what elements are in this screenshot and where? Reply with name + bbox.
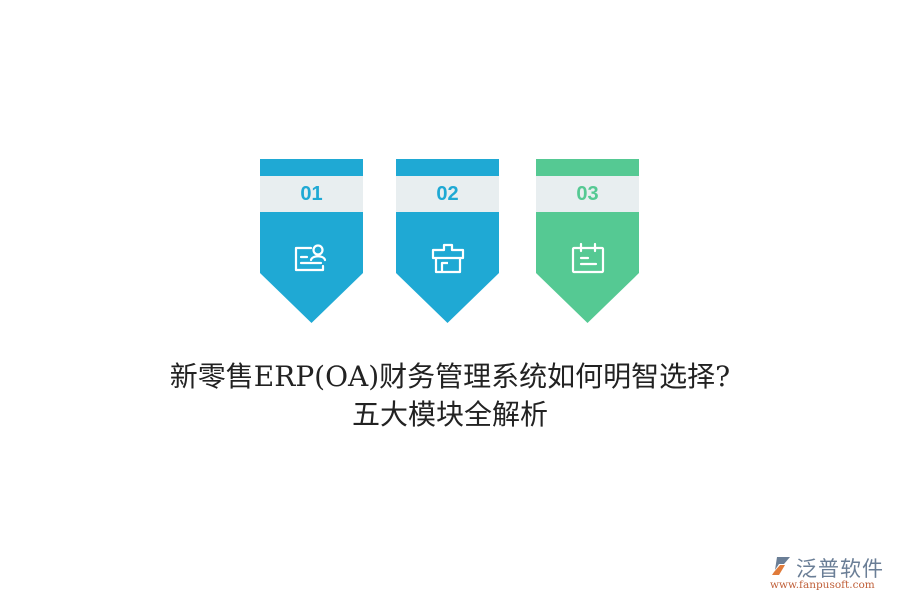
- banner-top-bar: [396, 159, 499, 176]
- fanpu-logo-mark-icon: [772, 557, 790, 575]
- banner-03: 03: [536, 159, 639, 323]
- title-line-1: 新零售ERP(OA)财务管理系统如何明智选择?: [169, 360, 731, 393]
- banner-number: 03: [536, 176, 639, 212]
- banner-top-bar: [536, 159, 639, 176]
- page-title: 新零售ERP(OA)财务管理系统如何明智选择? 五大模块全解析: [0, 358, 900, 434]
- id-card-icon: [294, 244, 327, 272]
- banner-number: 01: [260, 176, 363, 212]
- shop-icon: [431, 243, 465, 274]
- logo-url: www.fanpusoft.com: [770, 579, 875, 591]
- banner-top-bar: [260, 159, 363, 176]
- logo-brand-name: 泛普软件: [796, 557, 884, 581]
- calendar-icon: [571, 242, 605, 274]
- banner-number: 02: [396, 176, 499, 212]
- banner-02: 02: [396, 159, 499, 323]
- fanpu-logo: 泛普软件 www.fanpusoft.com: [770, 553, 895, 593]
- title-line-2: 五大模块全解析: [351, 398, 548, 431]
- banner-01: 01: [260, 159, 363, 323]
